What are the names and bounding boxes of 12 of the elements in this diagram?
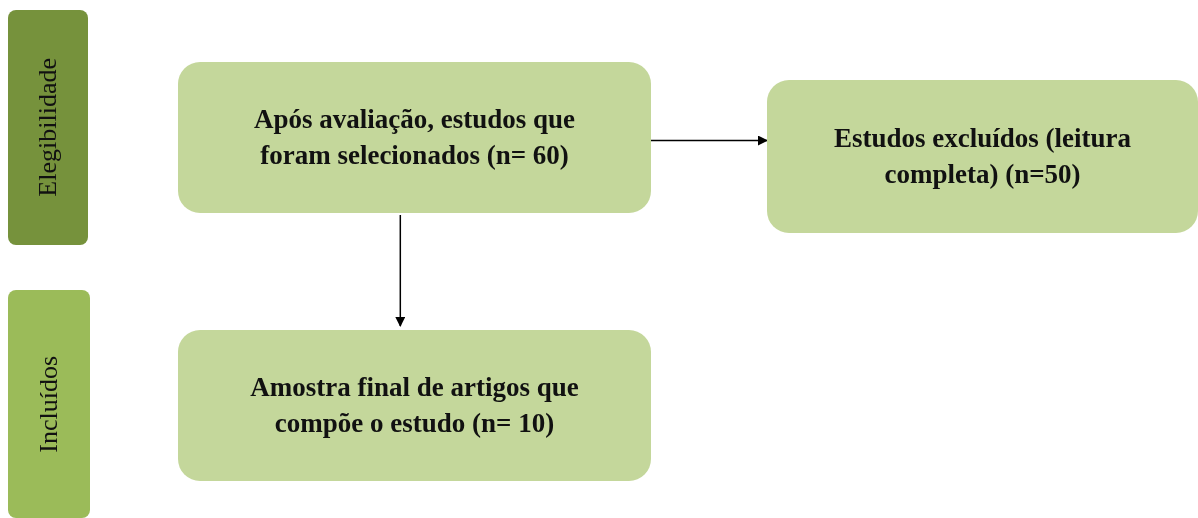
stage-bar xyxy=(8,10,88,245)
arrow xyxy=(650,135,768,146)
box-text: Estudos excluídos (leitura completa) (n=50) xyxy=(833,122,1132,191)
box-text: Após avaliação, estudos que foram selecionados (n= 60) xyxy=(252,103,576,172)
process-box xyxy=(178,330,651,481)
process-box xyxy=(767,80,1198,233)
stage-label: Incluídos xyxy=(34,355,64,453)
stage-label: Elegibilidade xyxy=(33,58,63,197)
box-text: Amostra final de artigos que compõe o estudo (n= 10) xyxy=(249,371,580,440)
arrow xyxy=(395,214,406,327)
process-box xyxy=(178,62,651,213)
stage-bar xyxy=(8,290,90,518)
